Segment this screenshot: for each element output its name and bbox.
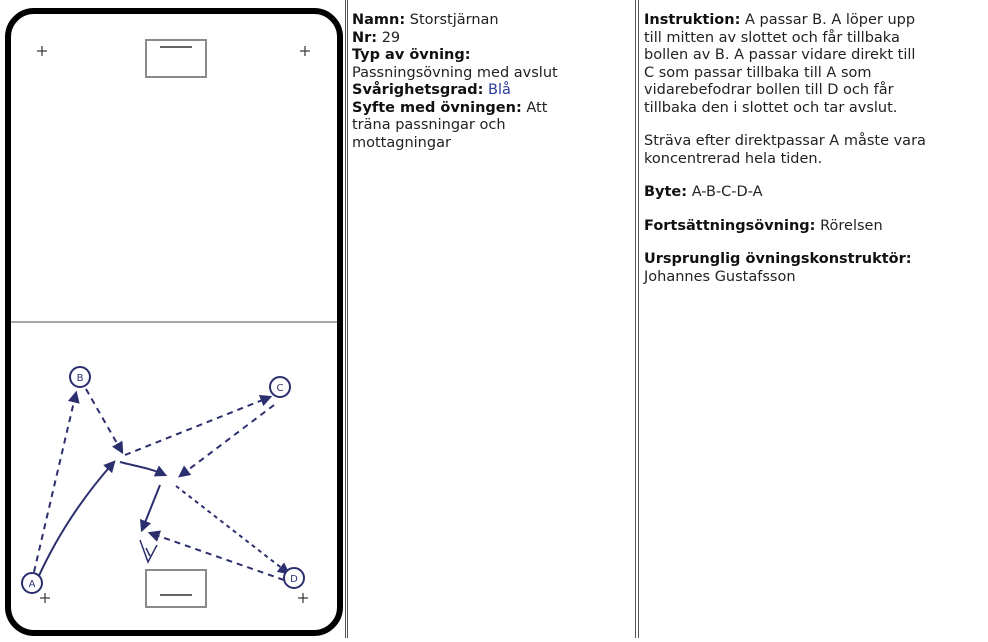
drill-name-label: Namn: — [352, 12, 406, 28]
drill-arrows — [33, 388, 290, 581]
bottom-goal-area — [145, 569, 207, 608]
tip-line: Sträva efter direktpassar A måste vara — [644, 133, 926, 149]
instruction-tip: Sträva efter direktpassar A måste vara k… — [644, 133, 988, 168]
rink-outline — [5, 8, 343, 636]
drill-type-row: Typ av övning:Passningsövning med avslut — [352, 47, 632, 82]
skate-path-center — [119, 461, 168, 477]
drill-purpose-label: Syfte med övningen: — [352, 99, 522, 116]
cell-divider — [347, 0, 348, 638]
drill-difficulty-row: Svårighetsgrad: Blå — [352, 82, 632, 100]
drill-info: Namn: Storstjärnan Nr: 29 Typ av övning:… — [349, 0, 632, 152]
swap-row: Byte: A-B-C-D-A — [644, 184, 988, 202]
creator-label: Ursprunglig övningskonstruktör: — [644, 251, 912, 267]
rink-diagram-cell: B C D A — [0, 0, 344, 638]
pass-a-to-c — [124, 394, 273, 456]
shot-arrow — [139, 539, 158, 564]
faceoff-marks — [37, 46, 310, 603]
drill-nr-row: Nr: 29 — [352, 30, 632, 48]
drill-purpose-row: Syfte med övningen: Att träna passningar… — [352, 100, 567, 153]
drill-difficulty-label: Svårighetsgrad: — [352, 82, 484, 98]
top-goal-area — [145, 39, 207, 78]
followup-value: Rörelsen — [820, 217, 883, 234]
cell-divider — [638, 0, 639, 638]
svg-text:A: A — [29, 579, 36, 590]
player-b: B — [69, 366, 91, 388]
instruction-text: Instruktion: A passar B. A löper upp til… — [644, 12, 988, 117]
instructions: Instruktion: A passar B. A löper upp til… — [641, 0, 988, 286]
instruction-line: till mitten av slottet och får tillbaka — [644, 29, 900, 46]
drill-type-label: Typ av övning: — [352, 47, 471, 63]
instruction-line: C som passar tillbaka till A som — [644, 64, 872, 81]
swap-label: Byte: — [644, 184, 688, 200]
drill-type: Passningsövning med avslut — [352, 64, 558, 81]
skate-path-shot — [139, 484, 161, 533]
pass-a-to-b — [33, 390, 80, 573]
instruction-line: vidarebefodrar bollen till D och får — [644, 82, 894, 98]
svg-text:B: B — [77, 373, 84, 384]
drill-nr: 29 — [381, 29, 401, 46]
followup-label: Fortsättningsövning: — [644, 217, 816, 234]
drill-info-cell: Namn: Storstjärnan Nr: 29 Typ av övning:… — [349, 0, 632, 638]
skate-path-a — [36, 460, 116, 581]
player-a: A — [21, 572, 43, 594]
creator-value: Johannes Gustafsson — [644, 268, 796, 285]
followup-row: Fortsättningsövning: Rörelsen — [644, 218, 988, 236]
instruction-line: A passar B. A löper upp — [745, 12, 916, 28]
drill-difficulty: Blå — [488, 82, 511, 98]
instruction-line: bollen av B. A passar vidare direkt till — [644, 47, 916, 63]
svg-text:C: C — [277, 383, 284, 394]
swap-value: A-B-C-D-A — [691, 184, 763, 200]
pass-c-to-a — [178, 404, 275, 478]
creator-row: Ursprunglig övningskonstruktör:Johannes … — [644, 251, 988, 286]
pass-d-to-a — [147, 530, 285, 581]
cell-divider — [345, 0, 346, 638]
svg-text:D: D — [290, 574, 298, 585]
player-c: C — [269, 376, 291, 398]
drill-name: Storstjärnan — [409, 12, 499, 28]
tip-line: koncentrerad hela tiden. — [644, 150, 823, 167]
pass-b-to-a — [85, 388, 124, 455]
player-d: D — [283, 567, 305, 589]
drill-purpose: Att träna passningar och mottagningar — [352, 99, 548, 151]
cell-divider — [635, 0, 636, 638]
instruction-line: tillbaka den i slottet och tar avslut. — [644, 99, 898, 116]
drill-nr-label: Nr: — [352, 29, 378, 46]
instruction-label: Instruktion: — [644, 12, 741, 28]
drill-name-row: Namn: Storstjärnan — [352, 12, 632, 30]
instructions-cell: Instruktion: A passar B. A löper upp til… — [641, 0, 988, 638]
pass-a-to-d — [175, 485, 290, 575]
rink-diagram: B C D A — [5, 8, 343, 636]
